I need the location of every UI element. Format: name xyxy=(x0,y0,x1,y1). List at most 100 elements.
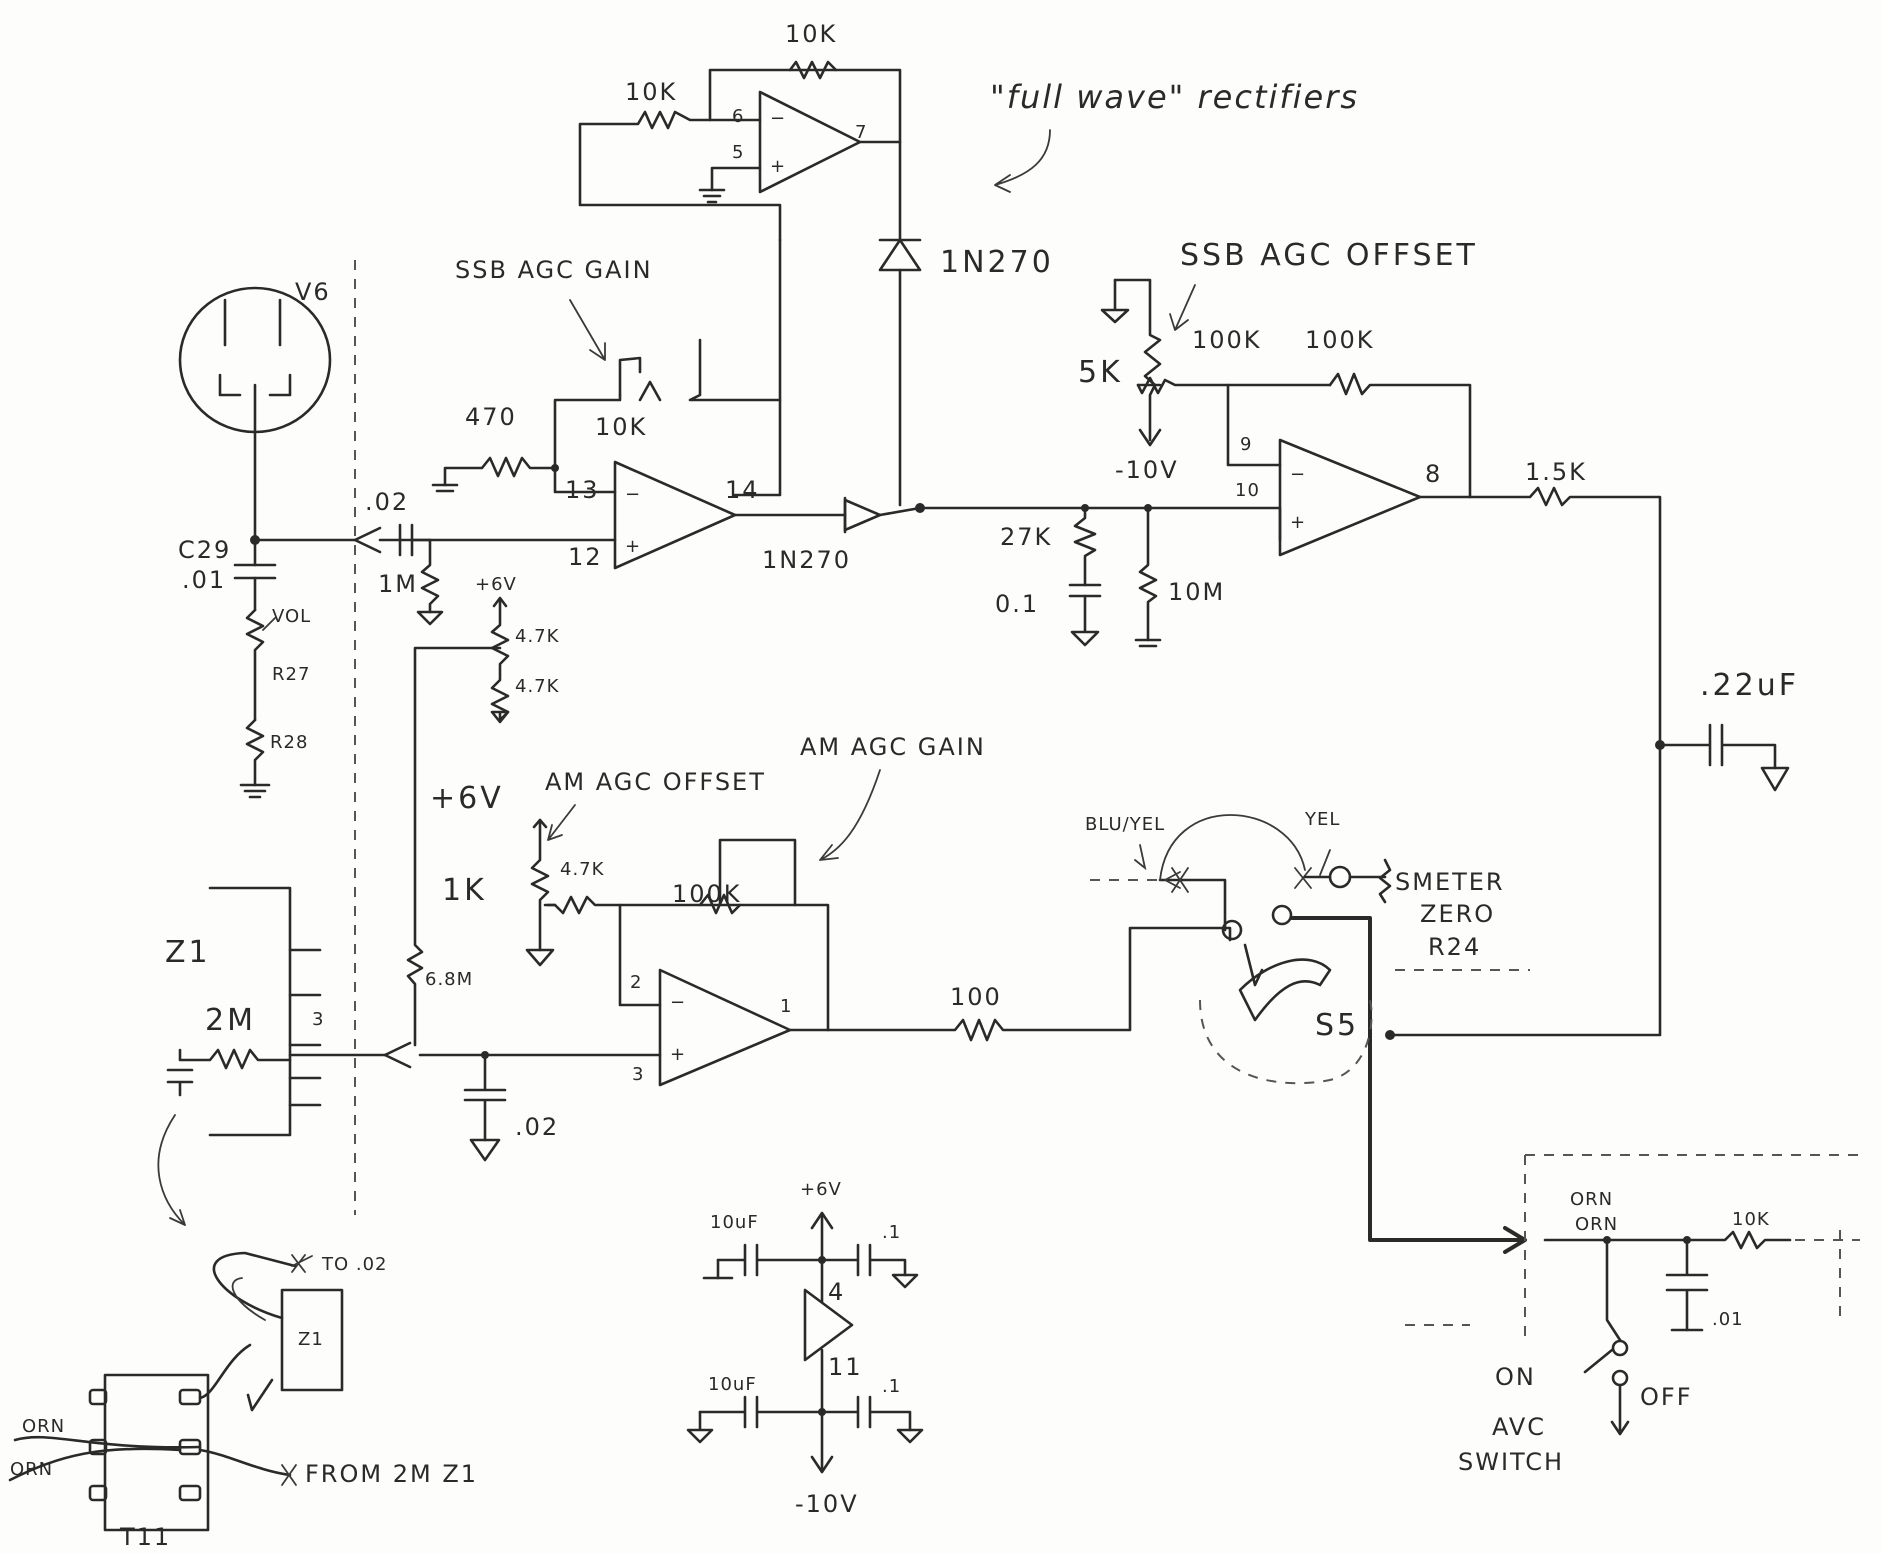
diode-1n270-mid xyxy=(733,496,1282,534)
label-am-agc-gain: AM AGC GAIN xyxy=(800,733,986,761)
label-r100: 100 xyxy=(950,983,1002,1011)
label-minus10v-b: -10V xyxy=(795,1490,859,1518)
label-r68m: 6.8M xyxy=(425,969,473,990)
label-to-02: TO .02 xyxy=(321,1254,388,1275)
label-c01: 0.1 xyxy=(995,590,1039,618)
label-r24: R24 xyxy=(1428,933,1481,961)
t11-detail xyxy=(8,1251,344,1532)
ssb-gain-arrow xyxy=(569,299,606,361)
label-plus6v-c: +6V xyxy=(800,1179,842,1200)
label-z1: Z1 xyxy=(165,935,211,970)
label-pin3: 3 xyxy=(632,1064,644,1085)
label-blu-yel: BLU/YEL xyxy=(1085,814,1165,835)
label-avc: AVC xyxy=(1492,1413,1546,1441)
label-smeter: SMETER xyxy=(1395,868,1505,896)
opamp-ssb-offset: − + xyxy=(1136,372,1662,747)
am-gain-arrow xyxy=(819,769,881,861)
label-r47k-c: 4.7K xyxy=(560,859,605,880)
smeter-zero-wiring xyxy=(1090,814,1530,971)
label-r2m: 2M xyxy=(205,1003,256,1038)
label-pin4: 4 xyxy=(828,1278,845,1306)
label-minus10v-a: -10V xyxy=(1115,456,1179,484)
label-r1k: 1K xyxy=(442,873,487,908)
label-c29: C29 xyxy=(178,536,231,564)
label-am-agc-offset: AM AGC OFFSET xyxy=(545,768,766,796)
rc-network-27k xyxy=(1068,504,1162,648)
label-c01-out: .01 xyxy=(1712,1309,1744,1330)
label-pin8: 8 xyxy=(1425,460,1442,488)
label-r470: 470 xyxy=(465,403,517,431)
label-r47k-b: 4.7K xyxy=(515,676,560,697)
am-offset-arrow xyxy=(547,804,576,841)
label-on: ON xyxy=(1495,1363,1536,1391)
label-plus6v-b: +6V xyxy=(430,781,504,816)
label-r100k-c: 100K xyxy=(672,880,742,908)
label-diode-mid: 1N270 xyxy=(762,546,851,574)
label-c29-val: .01 xyxy=(182,566,226,594)
svg-text:−: − xyxy=(625,484,641,505)
label-diode-top: 1N270 xyxy=(940,245,1054,280)
label-pin10: 10 xyxy=(1235,480,1260,501)
label-yel: YEL xyxy=(1304,809,1340,830)
title-arrow xyxy=(994,129,1051,193)
label-cap02-b: .02 xyxy=(515,1113,559,1141)
cap-22uf xyxy=(1388,723,1790,1037)
pot-am-offset xyxy=(525,818,557,967)
label-c10uf-b: 10uF xyxy=(708,1374,757,1395)
label-r10k-gain: 10K xyxy=(595,413,647,441)
label-fb-res-in: 10K xyxy=(625,78,677,106)
label-r10k-out: 10K xyxy=(1732,1209,1770,1230)
s5-switch-path xyxy=(826,904,1527,1254)
label-fb-res-top: 10K xyxy=(785,20,837,48)
label-z1-small: Z1 xyxy=(298,1329,324,1350)
label-off: OFF xyxy=(1640,1383,1693,1411)
label-pin11: 11 xyxy=(828,1353,863,1381)
label-cap02-in: .02 xyxy=(365,488,409,516)
label-pin13: 13 xyxy=(565,476,600,504)
power-decoupling xyxy=(686,1211,924,1474)
label-orn-d: ORN xyxy=(10,1459,53,1480)
label-switch: SWITCH xyxy=(1458,1448,1564,1476)
label-orn-a: ORN xyxy=(1570,1189,1613,1210)
label-plus6v-a: +6V xyxy=(475,574,517,595)
bias-divider-6v xyxy=(406,596,510,1047)
label-r27k: 27K xyxy=(1000,523,1052,551)
avc-switch xyxy=(1405,1154,1860,1436)
label-r47k-a: 4.7K xyxy=(515,626,560,647)
z1-block xyxy=(157,886,412,1226)
svg-text:+: + xyxy=(770,156,786,177)
label-pin9: 9 xyxy=(1240,434,1252,455)
label-c1-b: .1 xyxy=(882,1376,901,1397)
label-r28: R28 xyxy=(270,732,308,753)
label-r10m: 10M xyxy=(1168,578,1225,606)
label-r27: R27 xyxy=(272,664,310,685)
label-orn-b: ORN xyxy=(1575,1214,1618,1235)
label-r1m: 1M xyxy=(378,570,418,598)
diode-1n270-top xyxy=(878,238,922,507)
opamp-ssb-input: − + xyxy=(398,338,782,570)
svg-text:−: − xyxy=(770,108,786,129)
label-zero: ZERO xyxy=(1420,900,1495,928)
label-r100k-b: 100K xyxy=(1305,326,1375,354)
diagram-title: "full wave" rectifiers xyxy=(990,78,1359,116)
label-ssb-agc-gain: SSB AGC GAIN xyxy=(455,256,653,284)
label-from-2m: FROM 2M Z1 xyxy=(305,1460,478,1488)
label-pin3-z1: 3 xyxy=(312,1009,324,1030)
cap-02-input xyxy=(353,523,444,626)
svg-text:−: − xyxy=(670,992,686,1013)
svg-text:+: + xyxy=(625,536,641,557)
label-c22uf: .22uF xyxy=(1700,668,1799,703)
label-c1-a: .1 xyxy=(882,1222,901,1243)
label-t11: T11 xyxy=(119,1523,171,1551)
label-c10uf-a: 10uF xyxy=(710,1212,759,1233)
label-s5: S5 xyxy=(1315,1008,1359,1043)
pot-5k-ssb-offset xyxy=(1100,278,1196,447)
label-pin14: 14 xyxy=(725,476,760,504)
label-vol: VOL xyxy=(272,606,311,627)
opamp-rectifier-top: − + xyxy=(578,60,902,497)
label-orn-c: ORN xyxy=(22,1416,65,1437)
c29-vol-network xyxy=(233,535,357,799)
tube-v6 xyxy=(178,286,332,542)
